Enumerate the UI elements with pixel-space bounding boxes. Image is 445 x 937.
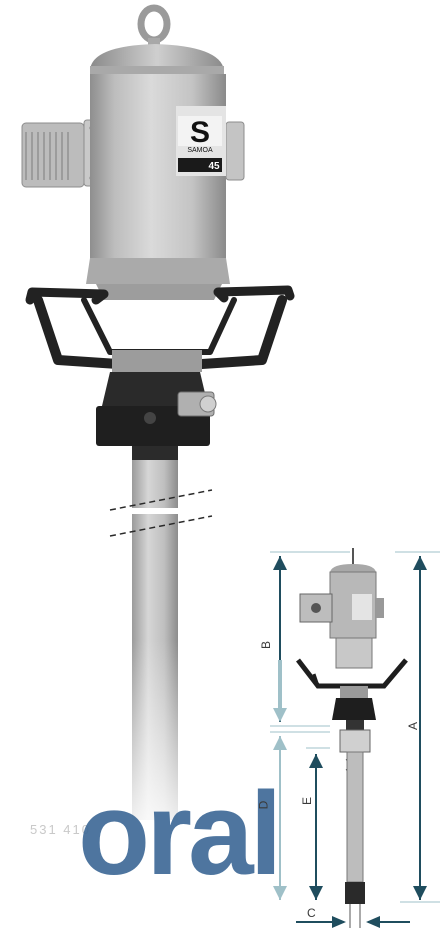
small-pump-drawing — [296, 548, 408, 928]
motor-side-tab — [225, 121, 245, 181]
dimension-drawing — [270, 548, 440, 928]
dimension-label-b: B — [259, 640, 274, 650]
dimension-label-d: D — [256, 800, 271, 810]
model-number: 45 — [208, 161, 220, 172]
brand-plate: S SAMOA 45 — [176, 106, 226, 176]
watermark-code: 531 410 — [30, 822, 91, 837]
dimension-label-e: E — [300, 796, 315, 806]
brand-name: SAMOA — [187, 147, 213, 154]
motor-cap — [90, 44, 224, 70]
dimension-label-a: A — [406, 721, 421, 731]
watermark-brand: oral — [78, 768, 282, 900]
dimension-label-c: C — [307, 906, 316, 920]
tube-break-marks — [109, 489, 213, 537]
pump-head-casting — [96, 350, 217, 460]
brand-logo: S — [190, 116, 210, 149]
